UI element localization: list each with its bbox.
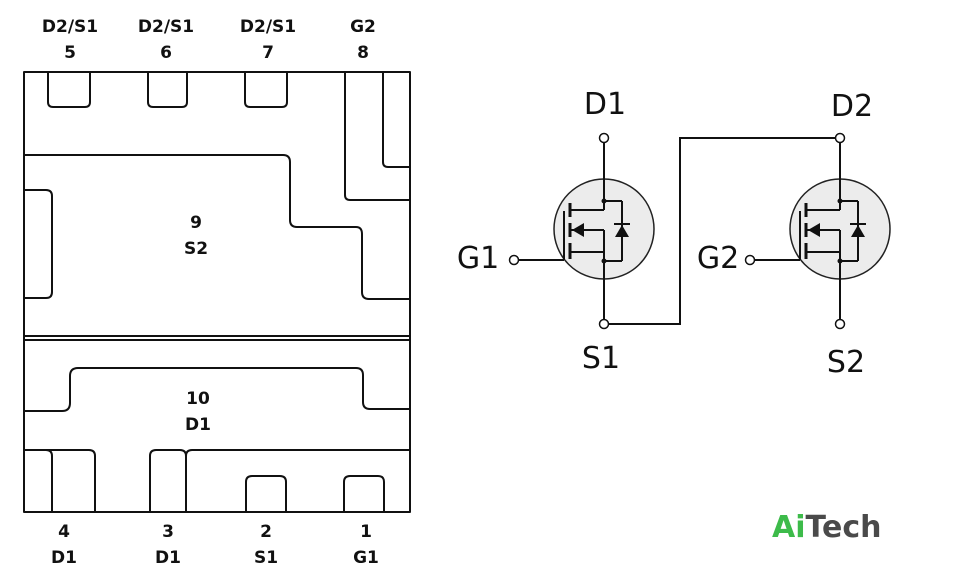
pad-10-name: D1 [185,415,211,435]
pad-10-lower-edge [185,449,410,457]
pin-6-number: 6 [160,43,172,63]
bottom-pin-labels: 4 D1 3 D1 2 S1 1 G1 [51,522,379,568]
pad-9-left-notch [24,189,53,299]
fet1-gate-terminal [508,254,520,266]
brand-ai-text: Ai [772,510,806,545]
pin-8-number: 8 [357,43,369,63]
fet2-source-terminal [834,318,846,330]
fet2-drain-terminal [834,132,846,144]
pin-8-name: G2 [350,17,376,37]
package-footprint [23,71,411,513]
s1-d2-connection [608,137,836,325]
pin-tab-6 [147,72,188,108]
pin-strip-8-inner [382,72,410,168]
pin-4-name: D1 [51,548,77,568]
brand-logo: AiTech [772,510,881,545]
pad-10-number: 10 [186,389,210,409]
mosfet-1: D1 G1 S1 [457,87,656,376]
brand-tech-text: Tech [806,510,882,545]
pin-1-name: G1 [353,548,379,568]
pin-strip-8-outer [344,72,410,201]
mosfet-2: D2 G2 S2 [697,89,892,380]
pin-5-number: 5 [64,43,76,63]
pad-labels: 9 S2 10 D1 [184,213,211,435]
pin-5-name: D2/S1 [42,17,98,37]
pin-3-name: D1 [155,548,181,568]
pin-tab-4-edge [24,449,53,512]
pin-tab-7 [244,72,288,108]
fet2-source-label: S2 [827,345,865,380]
pad-9-outline [24,154,410,300]
pin-tab-5 [47,72,91,108]
package-outline [23,71,411,513]
pad-9-number: 9 [190,213,202,233]
pin-1-number: 1 [360,522,372,542]
fet2-symbol [748,167,892,291]
pin-6-name: D2/S1 [138,17,194,37]
pad-9-name: S2 [184,239,208,259]
pad-10-outline [24,367,410,412]
fet2-gate-label: G2 [697,241,739,276]
fet2-gate-terminal [744,254,756,266]
fet1-source-label: S1 [582,341,620,376]
fet1-symbol [512,167,656,291]
pin-2-name: S1 [254,548,278,568]
pin-7-number: 7 [262,43,274,63]
pin-2-number: 2 [260,522,272,542]
pin-tab-2 [245,475,287,512]
pin-tab-1 [343,475,385,512]
fet1-gate-label: G1 [457,241,499,276]
pin-7-name: D2/S1 [240,17,296,37]
fet1-source-terminal [598,318,610,330]
pin-4-number: 4 [58,522,70,542]
top-pin-labels: D2/S1 5 D2/S1 6 D2/S1 7 G2 8 [42,17,376,63]
fet1-drain-label: D1 [584,87,626,122]
fet1-drain-terminal [598,132,610,144]
pad-10-pin4-edge [24,449,96,512]
pin-gap-3 [149,449,187,512]
pin-3-number: 3 [162,522,174,542]
fet2-drain-label: D2 [831,89,873,124]
